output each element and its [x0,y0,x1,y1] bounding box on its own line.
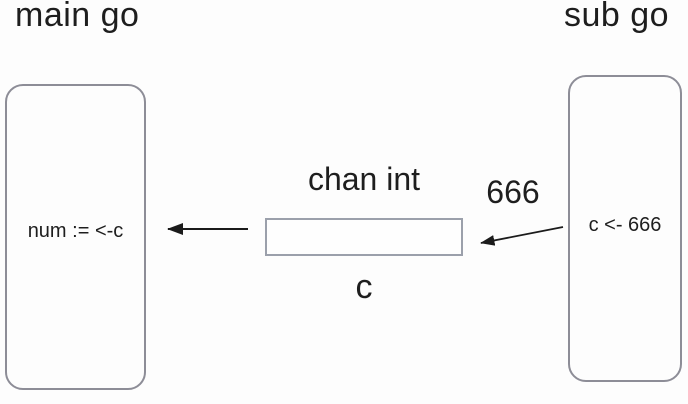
channel-buffer-rect [265,218,463,256]
sub-goroutine-box [568,75,682,382]
channel-name-label: c [355,268,373,306]
main-goroutine-code: num := <-c [27,220,124,242]
main-goroutine-title: main go [15,0,140,34]
channel-type-label: chan int [307,161,421,197]
sub-goroutine-title: sub go [564,0,670,34]
sub-goroutine-code: c <- 666 [588,214,662,236]
main-goroutine-box [5,84,146,390]
message-value-label: 666 [486,174,540,210]
send-arrow [480,226,564,246]
